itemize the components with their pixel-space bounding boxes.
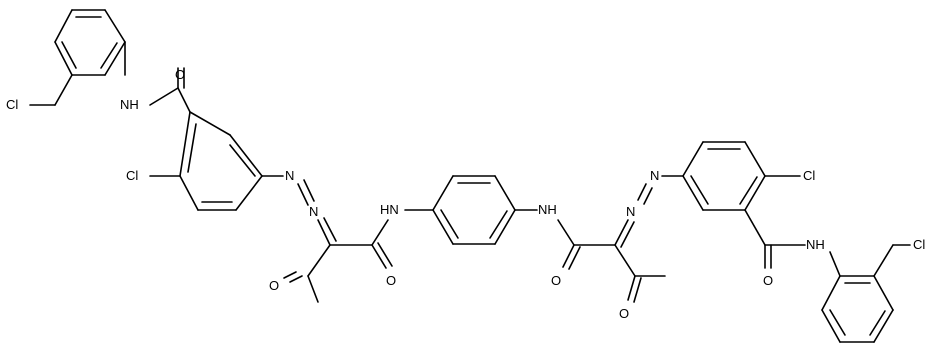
- atom-cl-bottom-right: Cl: [913, 237, 925, 252]
- atom-cl-right: Cl: [803, 168, 815, 183]
- atom-labels: Cl NH O Cl N N HN O O NH N N O O Cl O NH…: [6, 67, 925, 321]
- atom-cl-top-left: Cl: [6, 97, 18, 112]
- atom-nh-center-left: HN: [380, 202, 399, 217]
- bottom-right-chloromethyl: [873, 244, 911, 277]
- right-chlorophenyl-ring: [682, 141, 766, 211]
- top-left-chloromethyl: [29, 74, 73, 106]
- atom-o-right-keto: O: [619, 306, 629, 321]
- atom-o-right-amide: O: [551, 273, 561, 288]
- left-azo-bonds: [261, 175, 337, 246]
- atom-nh-right: NH: [806, 237, 825, 252]
- atom-n-right-2: N: [650, 168, 659, 183]
- top-left-phenyl-ring: [54, 9, 126, 76]
- atom-o-right-benzamide: O: [763, 273, 773, 288]
- atom-cl-left: Cl: [126, 168, 138, 183]
- atom-o-top-left: O: [175, 67, 185, 82]
- atom-n-right-1: N: [626, 204, 635, 219]
- atom-o-left-amide: O: [386, 273, 396, 288]
- atom-nh-top-left: NH: [120, 97, 139, 112]
- right-amide-bonds: [744, 209, 841, 277]
- top-left-amide-bonds: [124, 41, 191, 113]
- atom-nh-center-right: NH: [538, 202, 557, 217]
- left-acetoacetamide-bonds: [283, 219, 393, 303]
- atom-n-left-2: N: [309, 204, 318, 219]
- bottom-right-phenyl-ring: [821, 275, 894, 343]
- central-phenylene-ring: [432, 175, 516, 245]
- left-chlorophenyl-ring: [179, 111, 263, 211]
- atom-o-left-keto: O: [269, 278, 279, 293]
- right-azo-bonds: [614, 175, 684, 248]
- atom-n-left-1: N: [285, 168, 294, 183]
- right-acetoacetamide-bonds: [557, 219, 666, 303]
